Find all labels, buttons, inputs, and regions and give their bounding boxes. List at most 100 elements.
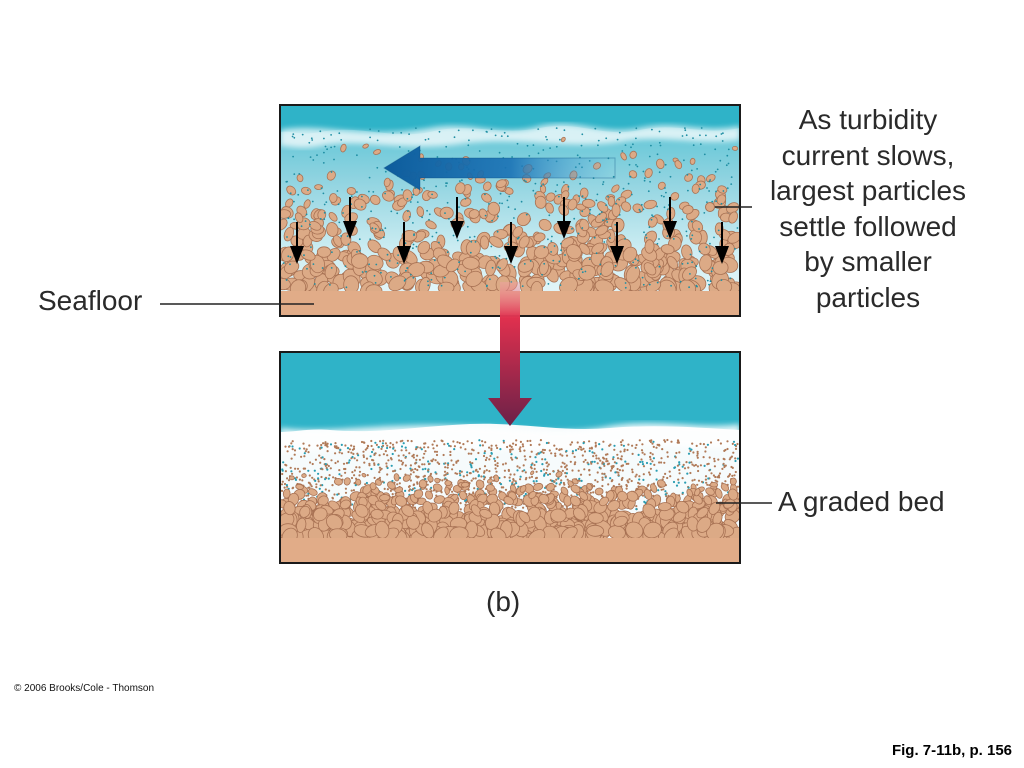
fine-particle <box>326 468 329 471</box>
fine-particle <box>490 245 493 248</box>
fine-particle <box>730 465 733 469</box>
fine-particle <box>620 455 623 458</box>
fine-particle <box>496 456 499 459</box>
fine-particle <box>538 443 541 446</box>
fine-particle <box>342 462 346 465</box>
fine-particle <box>409 464 412 467</box>
fine-particle <box>542 490 545 493</box>
fine-particle <box>380 271 382 274</box>
fine-particle <box>443 443 446 446</box>
fine-particle <box>344 471 347 474</box>
fine-particle <box>596 462 599 465</box>
fine-particle <box>609 477 612 480</box>
fine-particle <box>311 200 314 203</box>
fine-particle <box>386 253 389 256</box>
fine-particle <box>577 232 580 235</box>
fine-particle <box>358 238 361 241</box>
fine-particle <box>638 439 641 442</box>
sediment-particle <box>518 235 530 249</box>
sediment-particle <box>470 504 482 517</box>
fine-particle <box>601 484 604 488</box>
fine-particle <box>605 204 607 207</box>
sediment-particle <box>283 501 296 516</box>
fine-particle <box>651 453 654 456</box>
fine-particle <box>519 478 522 481</box>
fine-particle <box>591 460 594 463</box>
fine-particle <box>474 477 477 480</box>
fine-particle <box>305 448 308 451</box>
fine-particle <box>383 487 386 490</box>
fine-particle <box>530 475 534 478</box>
fine-particle <box>453 445 456 448</box>
fine-particle <box>555 447 558 450</box>
fine-particle <box>285 484 288 487</box>
fine-particle <box>381 480 384 483</box>
sediment-particle <box>374 500 387 511</box>
fine-particle <box>631 452 634 455</box>
fine-particle <box>379 229 382 232</box>
fine-particle <box>711 200 714 203</box>
fine-particle <box>686 262 689 265</box>
sediment-particle <box>642 503 656 519</box>
fine-particle <box>542 183 544 186</box>
fine-particle <box>676 441 679 444</box>
fine-particle <box>588 473 591 476</box>
fine-particle <box>485 130 488 133</box>
fine-particle <box>632 143 634 146</box>
fine-particle <box>410 440 413 443</box>
fine-particle <box>467 452 470 455</box>
fine-particle <box>573 455 576 458</box>
fine-particle <box>699 183 702 186</box>
fine-particle <box>635 505 638 508</box>
sediment-particle <box>692 494 703 505</box>
fine-particle <box>545 461 549 464</box>
fine-particle <box>290 442 293 445</box>
fine-particle <box>364 448 367 451</box>
fine-particle <box>414 187 417 190</box>
fine-particle <box>638 475 641 478</box>
sediment-particle <box>346 187 357 195</box>
fine-particle <box>367 445 370 448</box>
sediment-particle <box>512 226 524 238</box>
fine-particle <box>723 449 726 452</box>
fine-particle <box>324 441 327 444</box>
fine-particle <box>352 447 356 450</box>
fine-particle <box>446 466 449 469</box>
fine-particle <box>641 443 644 446</box>
fine-particle <box>641 451 644 454</box>
fine-particle <box>384 170 387 173</box>
fine-particle <box>589 208 592 211</box>
fine-particle <box>625 484 629 488</box>
sediment-particle <box>373 149 382 155</box>
fine-particle <box>696 483 699 486</box>
fine-particle <box>391 493 394 496</box>
fine-particle <box>507 243 510 246</box>
fine-particle <box>302 442 305 445</box>
fine-particle <box>611 465 615 468</box>
fine-particle <box>645 234 647 236</box>
fine-particle <box>404 242 407 245</box>
fine-particle <box>707 477 710 480</box>
fine-particle <box>715 190 717 193</box>
sediment-particle <box>465 239 481 257</box>
fine-particle <box>649 462 652 465</box>
sediment-particle <box>566 244 582 260</box>
fine-particle <box>543 448 547 452</box>
fine-particle <box>499 483 503 486</box>
fine-particle <box>704 450 707 453</box>
fine-particle <box>625 487 628 490</box>
sediment-particle <box>351 253 369 269</box>
fine-particle <box>490 128 493 131</box>
fine-particle <box>601 472 604 475</box>
fine-particle <box>477 475 480 478</box>
sediment-particle <box>495 179 507 188</box>
fine-particle <box>532 480 535 483</box>
fine-particle <box>373 453 376 456</box>
fine-particle <box>509 450 512 453</box>
fine-particle <box>540 469 543 473</box>
fine-particle <box>535 453 538 456</box>
fine-particle <box>565 472 569 475</box>
fine-particle <box>374 452 377 455</box>
fine-particle <box>372 448 375 451</box>
fine-particle <box>500 486 503 489</box>
